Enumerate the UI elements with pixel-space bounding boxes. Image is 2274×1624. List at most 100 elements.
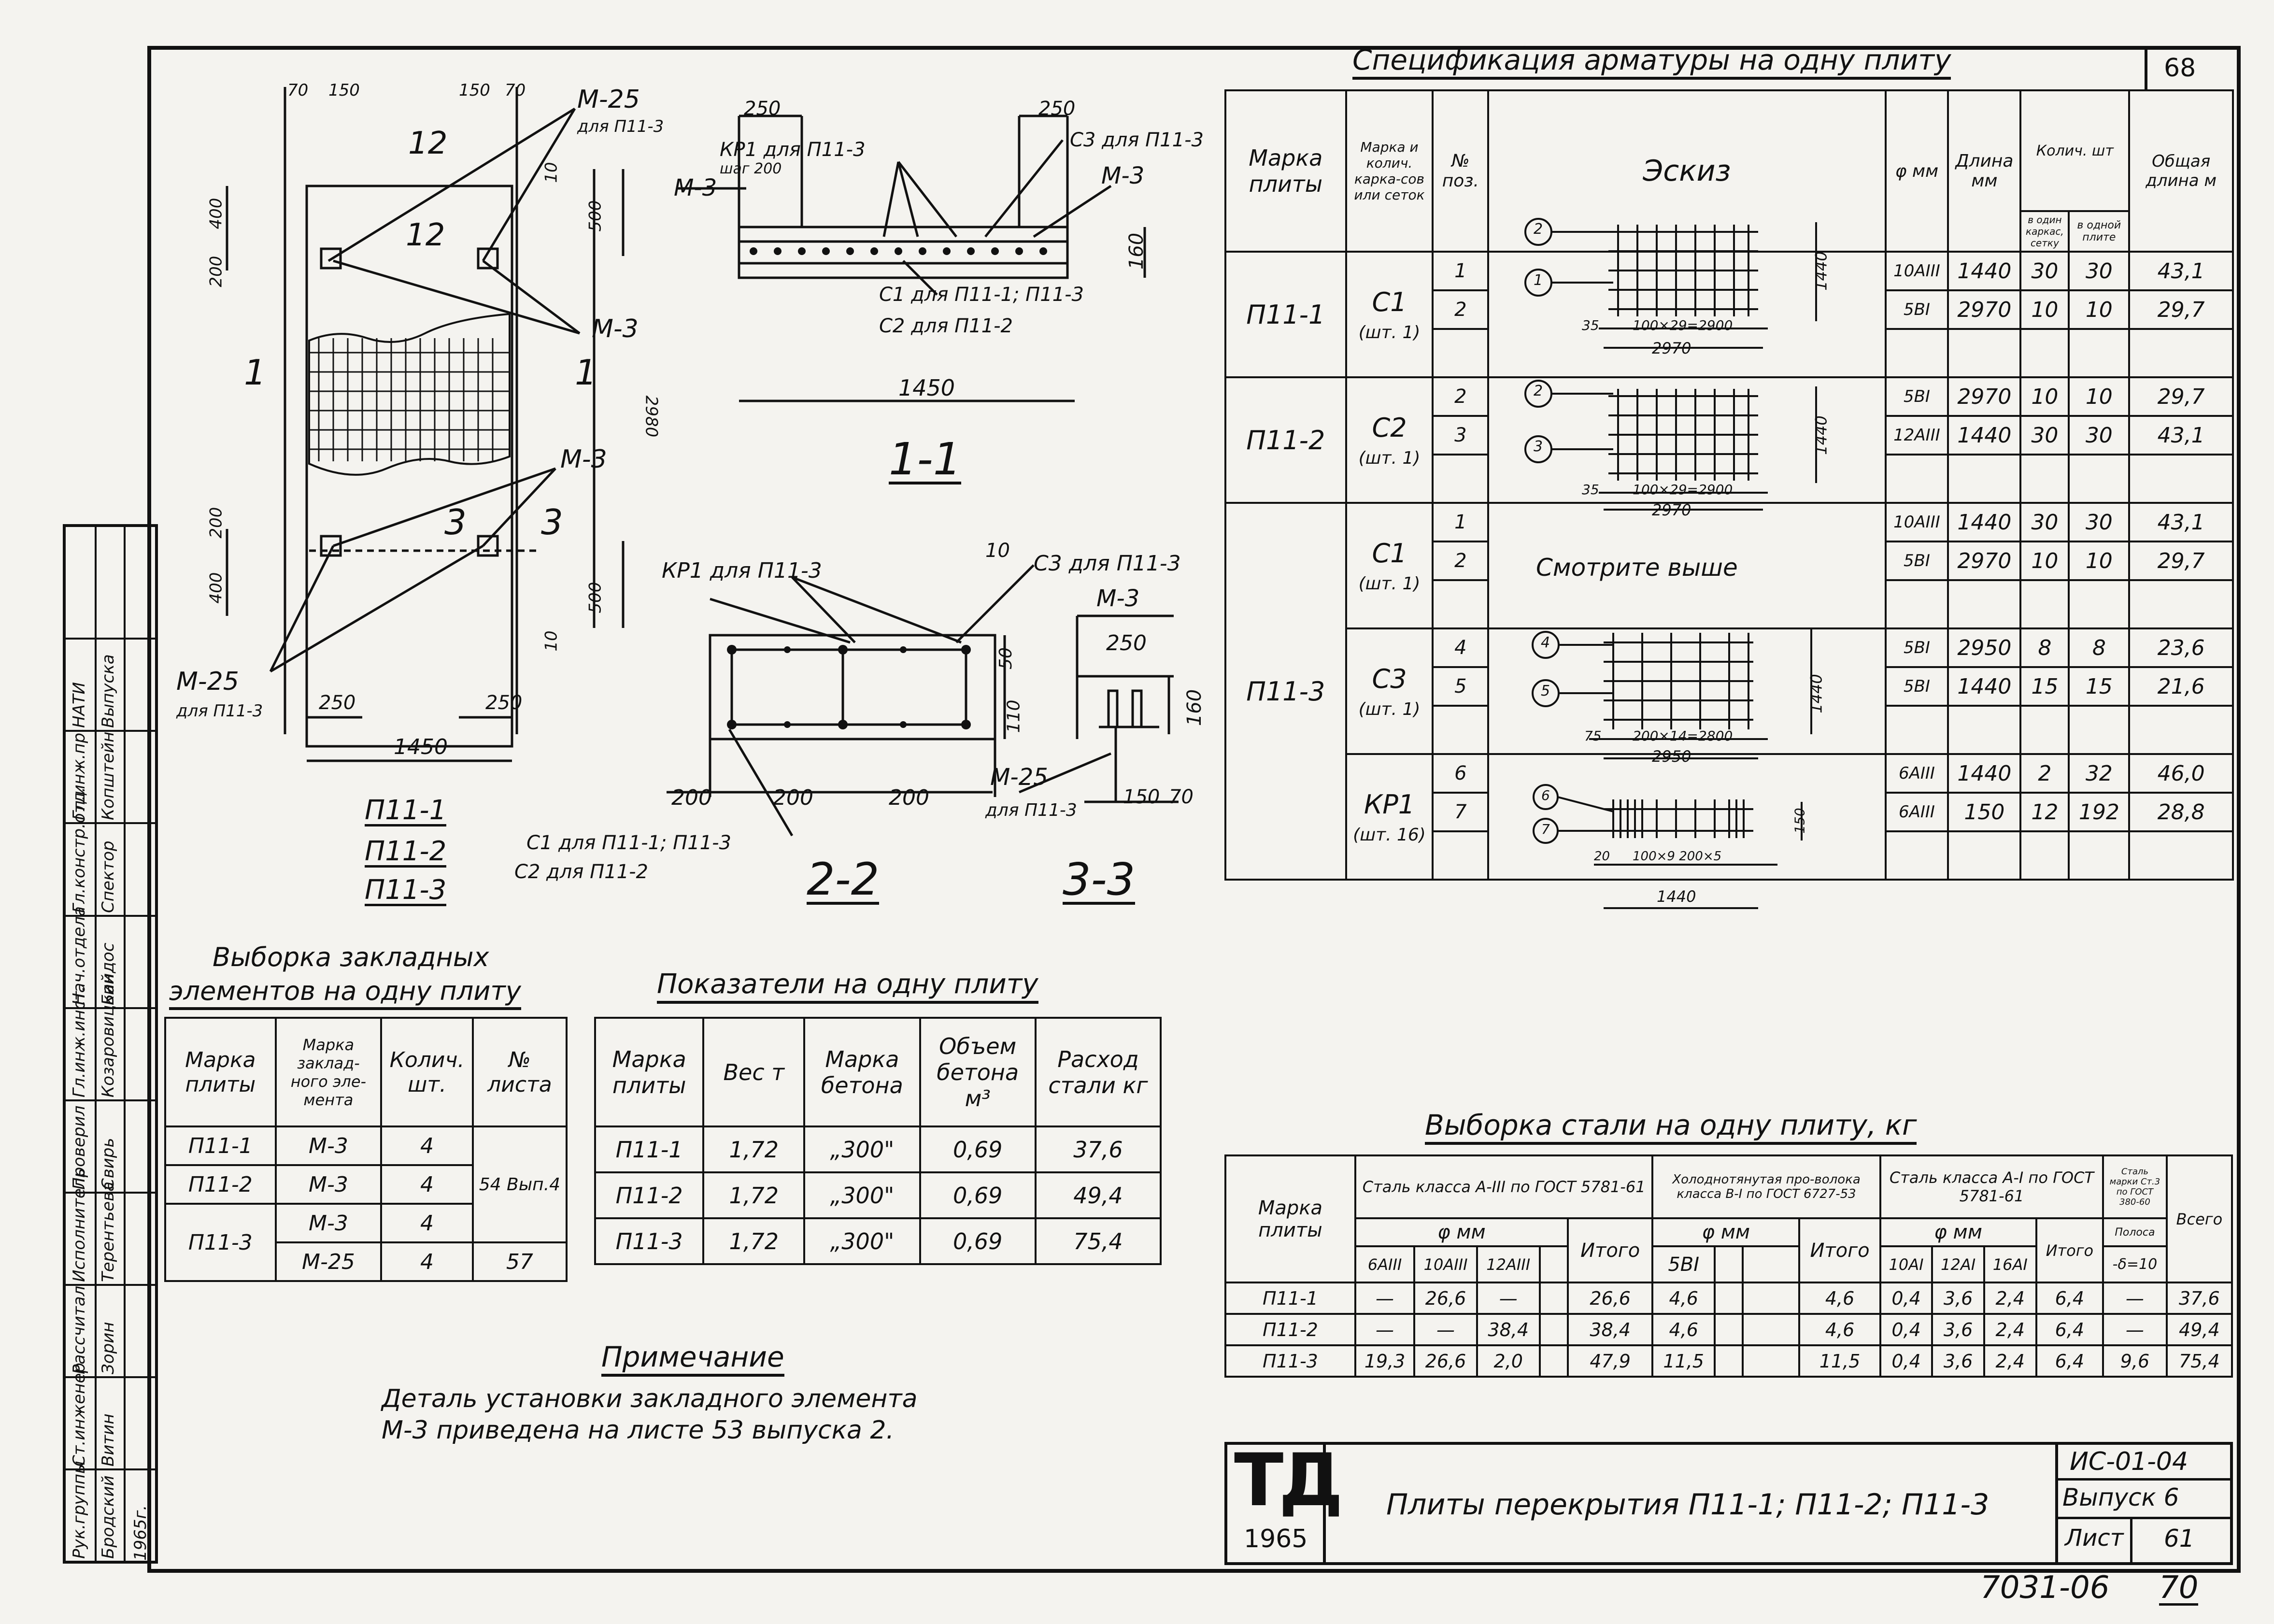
s22-d10: 10 xyxy=(985,540,1010,562)
s11-c2: С2 для П11-2 xyxy=(879,315,1013,337)
spec-q1: 2 xyxy=(2019,753,2070,794)
side-row-line-3 xyxy=(66,1191,155,1194)
s22-d200b: 200 xyxy=(773,785,813,810)
plan-title-3: П11-3 xyxy=(365,874,447,906)
spec-len: 150 xyxy=(1947,792,2022,832)
s11-c1: С1 для П11-1; П11-3 xyxy=(879,284,1084,306)
steel-cell-1-14: — xyxy=(2102,1313,2168,1346)
side-row-line-8 xyxy=(66,730,155,732)
sketch-kp1 xyxy=(1533,784,1803,909)
steel-h-10a3: 10АIII xyxy=(1413,1245,1478,1283)
s33-m25: М-25 xyxy=(990,764,1048,791)
steel-h-strip: Полоса xyxy=(2102,1217,2168,1247)
s33-m3: М-3 xyxy=(1096,585,1140,612)
spec-total xyxy=(2128,830,2234,881)
drawing-title: Плиты перекрытия П11-1; П11-2; П11-3 xyxy=(1386,1488,1990,1522)
spec-q2: 30 xyxy=(2068,415,2131,456)
sk4-h: 150 xyxy=(1791,808,1808,834)
side-row-line-2 xyxy=(66,1283,155,1286)
spec-q2: 15 xyxy=(2068,666,2131,707)
sk3-len: 2950 xyxy=(1652,747,1691,766)
spec-pos: 6 xyxy=(1432,753,1490,794)
spec-total: 29,7 xyxy=(2128,289,2234,330)
plan-mesh xyxy=(308,313,511,476)
ind-cell-2-2: „300" xyxy=(803,1217,921,1265)
indicators-title: Показатели на одну плиту xyxy=(657,971,1038,1004)
title-block xyxy=(1224,1442,2233,1565)
spec-len xyxy=(1947,328,2022,378)
spec-sub-2-2: КР1(шт. 16) xyxy=(1345,753,1434,881)
plan-title-2: П11-2 xyxy=(365,836,447,868)
emb-h-mark: Марка плиты xyxy=(164,1017,277,1127)
side-row-line-7 xyxy=(66,822,155,825)
emb-h-el: Марка заклад-ного эле-мента xyxy=(274,1017,383,1127)
spec-pos: 3 xyxy=(1432,415,1490,456)
spec-sub-name-2-0: С1 xyxy=(1372,538,1407,569)
spec-len: 1440 xyxy=(1947,415,2022,456)
spec-sub-name-2-2: КР1 xyxy=(1364,789,1415,820)
spec-q2 xyxy=(2068,579,2131,629)
plan-m25-top-sub: для П11-3 xyxy=(577,117,664,136)
side-row-line-4 xyxy=(66,1099,155,1101)
ind-cell-1-3: 0,69 xyxy=(919,1171,1037,1219)
ind-cell-0-1: 1,72 xyxy=(702,1125,806,1173)
spec-total: 21,6 xyxy=(2128,666,2234,707)
spec-total xyxy=(2128,579,2234,629)
spec-title: Спецификация арматуры на одну плиту xyxy=(1352,46,1951,80)
spec-total: 43,1 xyxy=(2128,502,2234,542)
embedded-title-2: элементов на одну плиту xyxy=(169,978,521,1010)
emb-r2-qty: 4 xyxy=(380,1164,474,1205)
ind-h-volume: Объем бетона м³ xyxy=(919,1017,1037,1127)
note-line-1: Деталь установки закладного элемента xyxy=(382,1384,918,1413)
plan-slab-outline xyxy=(305,185,513,748)
ind-cell-0-0: П11-1 xyxy=(594,1125,705,1173)
logo-year: 1965 xyxy=(1244,1524,1308,1553)
spec-plate-1: П11-2 xyxy=(1224,376,1347,504)
spec-pos: 2 xyxy=(1432,376,1490,417)
steel-h-12a1: 12АI xyxy=(1931,1245,1985,1283)
spec-sub-2-1: С3(шт. 1) xyxy=(1345,627,1434,755)
spec-h-qty: Колич. шт xyxy=(2019,89,2131,212)
plan-m3-a: М-3 xyxy=(592,314,639,343)
emb-r1-el: М-3 xyxy=(274,1125,383,1166)
spec-pos: 1 xyxy=(1432,502,1490,542)
emb-r2-el: М-3 xyxy=(274,1164,383,1205)
spec-phi: 5ВI xyxy=(1884,376,1949,417)
spec-q1: 8 xyxy=(2019,627,2070,668)
steel-cell-0-0: П11-1 xyxy=(1224,1282,1356,1315)
ind-cell-2-3: 0,69 xyxy=(919,1217,1037,1265)
steel-cell-2-11: 3,6 xyxy=(1931,1344,1985,1378)
steel-cell-0-12: 2,4 xyxy=(1983,1282,2037,1315)
spec-h-total: Общая длина м xyxy=(2128,89,2234,253)
spec-sketch-cell-2-1 xyxy=(1487,627,1887,755)
steel-cell-2-0: П11-3 xyxy=(1224,1344,1356,1378)
steel-cell-1-2: — xyxy=(1413,1313,1478,1346)
spec-sketch-cell-2-0 xyxy=(1487,502,1887,629)
spec-len: 2970 xyxy=(1947,376,2022,417)
s22-c2: С2 для П11-2 xyxy=(514,861,648,883)
spec-sub-name-1-0: С2 xyxy=(1372,413,1407,443)
spec-phi: 5ВI xyxy=(1884,289,1949,330)
plan-m3-b: М-3 xyxy=(560,445,607,474)
s33-d150: 150 xyxy=(1123,786,1160,808)
steel-h-mark: Марка плиты xyxy=(1224,1154,1356,1283)
ind-h-weight: Вес т xyxy=(702,1017,806,1127)
steel-h-6a3: 6АIII xyxy=(1354,1245,1416,1283)
spec-len: 1440 xyxy=(1947,753,2022,794)
spec-pos: 7 xyxy=(1432,792,1490,832)
s11-dim-250a: 250 xyxy=(744,98,781,120)
plan-dim-bot-1450: 1450 xyxy=(394,735,448,759)
steel-cell-1-15: 49,4 xyxy=(2165,1313,2233,1346)
spec-sketch-cell-2-2 xyxy=(1487,753,1887,881)
spec-q2 xyxy=(2068,830,2131,881)
s11-kp1-sub: шаг 200 xyxy=(720,160,782,177)
spec-q2 xyxy=(2068,328,2131,378)
spec-q1 xyxy=(2019,830,2070,881)
sk1-mark-b: 1 xyxy=(1534,272,1543,289)
ind-cell-2-1: 1,72 xyxy=(702,1217,806,1265)
